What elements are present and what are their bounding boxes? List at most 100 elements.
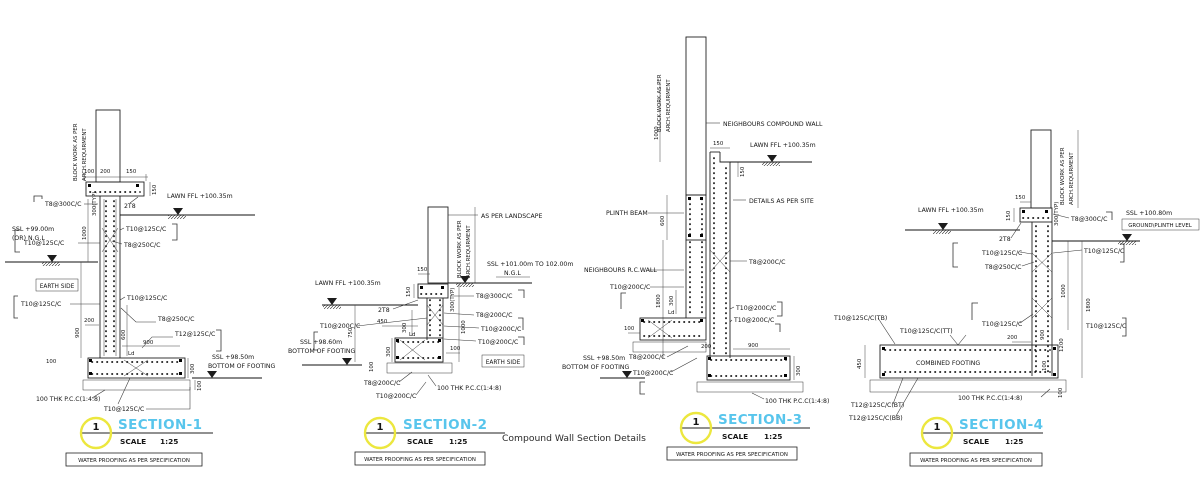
- s4-label-pcc: 100 THK P.C.C(1:4:8): [958, 395, 1022, 402]
- s4-detail-badge: [920, 416, 954, 450]
- s4-bracket-icon: [952, 242, 958, 268]
- s4-left-labels: 2T8 T10@125C/C T8@250C/C T10@125C/C: [952, 222, 1035, 328]
- s4-combined-footing: COMBINED FOOTING 450 200 900 1200 100: [857, 329, 1065, 379]
- s2-label-landscape: AS PER LANDSCAPE: [481, 213, 542, 220]
- s4-bar-hook-icon: [1106, 211, 1113, 220]
- s4-dim-1000: 1000: [1061, 284, 1067, 298]
- s4-label-2t8: 2T8: [999, 236, 1011, 243]
- s3-label-neighbours-wall: NEIGHBOURS COMPOUND WALL: [723, 121, 823, 128]
- s4-dim-100-toe: 100: [1042, 360, 1048, 371]
- s1-footing: [87, 357, 186, 379]
- s1-label-t8-250: T8@250C/C: [123, 241, 160, 249]
- s1-bracket-icon-3: [172, 223, 178, 241]
- s4-badge-number: 1: [934, 422, 941, 433]
- s4-label-t10-125-l1: T10@125C/C: [981, 249, 1022, 257]
- s3-label-pcc: 100 THK P.C.C(1:4:8): [765, 398, 829, 405]
- s1-label-ssl-bof1: SSL +98.50m: [212, 354, 254, 361]
- s2-label-t8-200-b: T8@200C/C: [363, 379, 400, 387]
- s2-lawn-level: LAWN FFL +100.35m: [315, 280, 418, 309]
- s1-scale-value: 1:25: [160, 437, 178, 446]
- s3-scale-label: SCALE: [722, 432, 748, 441]
- s1-dim-100-toe: 100: [46, 359, 57, 365]
- s4-waterproof-box: [909, 452, 1043, 467]
- s1-label-t10-125-bottom: T10@125C/C: [103, 405, 144, 413]
- s1-label-2t8: 2T8: [124, 203, 136, 210]
- s3-bracket-icon-3: [777, 301, 783, 317]
- s3-label-t10-200-r1: T10@200C/C: [735, 304, 776, 312]
- s2-bracket-icon-3: [518, 336, 525, 345]
- s4-dim-150-cap: 150: [1006, 210, 1012, 221]
- s2-bracket-icon-2: [518, 317, 524, 330]
- s1-section-title: SECTION-1: [118, 417, 202, 433]
- s4-label-t10-tb: T10@125C/C(TB): [833, 314, 887, 322]
- s3-waterproof-box: [666, 446, 798, 461]
- s2-label-ssl-ngl1: SSL +101.00m TO 102.00m: [487, 261, 573, 268]
- s4-bracket-icon-4: [1122, 317, 1127, 337]
- s3-bof-level-marker: [622, 371, 632, 378]
- s3-dim-900: 900: [748, 343, 759, 349]
- s3-badge-number: 1: [693, 417, 700, 428]
- s3-pcc-layer: [696, 381, 804, 393]
- s1-blockwork-note-line2: ARCH.REQUIRMENT: [82, 128, 88, 181]
- s1-bof-level-marker: [207, 371, 217, 378]
- s1-pcc-layer: [82, 379, 191, 391]
- s2-waterproof-box: [354, 451, 486, 466]
- s3-label-t8-200-b: T8@200C/C: [628, 353, 665, 361]
- s2-dim-300-footing: 300: [386, 346, 392, 357]
- s2-dim-1000: 1000: [461, 320, 467, 334]
- s3-label-ssl-bof2: BOTTOM OF FOOTING: [562, 364, 630, 371]
- s3-bracket-icon-2: [639, 381, 645, 395]
- s1-waterproof-note: WATER PROOFING AS PER SPECIFICATION: [78, 458, 190, 464]
- s2-lawn-level-marker: [327, 298, 337, 305]
- s3-lawn-level-marker: [767, 155, 777, 162]
- s2-dim-300typ: 300(TYP): [450, 288, 456, 312]
- s1-ngl-level-marker: [47, 255, 57, 262]
- s4-wall-cap: 150: [1006, 207, 1053, 223]
- s3-dim-600: 600: [660, 215, 666, 226]
- s2-label-ssl-bof1: SSL +98.60m: [300, 339, 342, 346]
- section-2: BLOCK WORK AS PER ARCH.REQUIRMENT AS PER…: [288, 206, 573, 466]
- s4-dim-450: 450: [857, 358, 863, 369]
- s1-label-t12-125: T12@125C/C: [174, 330, 215, 338]
- s2-label-2t8: 2T8: [378, 307, 390, 314]
- s1-dim-300typ: 300(TYP): [92, 192, 98, 216]
- s1-dim-900-footing: 900: [143, 340, 154, 346]
- s4-scale-value: 1:25: [1005, 437, 1023, 446]
- s1-wall-stem: [99, 196, 121, 358]
- s3-dim-200: 200: [701, 344, 712, 350]
- s4-dim-150-top: 150: [1015, 195, 1026, 201]
- s1-scale-label: SCALE: [120, 437, 146, 446]
- s2-label-earth-side: EARTH SIDE: [486, 360, 521, 366]
- s3-label-t10-200-r2: T10@200C/C: [733, 316, 774, 324]
- s4-scale-label: SCALE: [963, 437, 989, 446]
- s2-scale-value: 1:25: [449, 437, 467, 446]
- s2-pcc-layer: [386, 362, 453, 374]
- s2-dim-150-top: 150: [417, 267, 428, 273]
- s3-blockwork-note-line2: ARCH.REQUIRMENT: [666, 79, 672, 132]
- s3-label-t10-200-b: T10@200C/C: [632, 369, 673, 377]
- s2-bof-level-marker: [342, 358, 352, 365]
- s3-dim-100-toe: 100: [624, 326, 635, 332]
- s3-neighbour-footing: [632, 317, 707, 353]
- s4-label-t8-250: T8@250C/C: [984, 263, 1021, 271]
- s3-dim-1800: 1800: [656, 294, 662, 308]
- s4-waterproof-note: WATER PROOFING AS PER SPECIFICATION: [920, 458, 1032, 464]
- s4-dim-900: 900: [1040, 329, 1046, 340]
- s3-neighbour-blockwork-hatch: [685, 36, 707, 196]
- s4-ground-level-marker: [1122, 234, 1132, 241]
- s3-bottom-of-footing: SSL +98.50m BOTTOM OF FOOTING T8@200C/C …: [562, 345, 698, 395]
- section-3: BLOCK WORK AS PER ARCH.REQUIRMENT 1000 N…: [562, 36, 829, 461]
- s4-label-t10-125-r1: T10@125C/C: [1083, 247, 1124, 255]
- s2-label-t10-200-r2: T10@200C/C: [477, 338, 518, 346]
- s4-dim-300typ: 300(TYP): [1054, 202, 1060, 226]
- s2-dim-ld: Ld: [409, 332, 415, 338]
- s1-waterproof-box: [65, 452, 203, 467]
- s1-label-t8-300: T8@300C/C: [44, 200, 81, 208]
- s2-blockwork-note-line2: ARCH.REQUIRMENT: [466, 225, 472, 278]
- s2-blockwork-hatch: [427, 206, 449, 284]
- s2-dim-450: 450: [377, 319, 388, 325]
- s1-label-lawn-ffl: LAWN FFL +100.35m: [167, 193, 233, 200]
- s2-wall-stem: [426, 298, 444, 340]
- s4-ground-level: 300(TYP) T8@300C/C SSL +100.80m GROUND\P…: [1052, 202, 1200, 245]
